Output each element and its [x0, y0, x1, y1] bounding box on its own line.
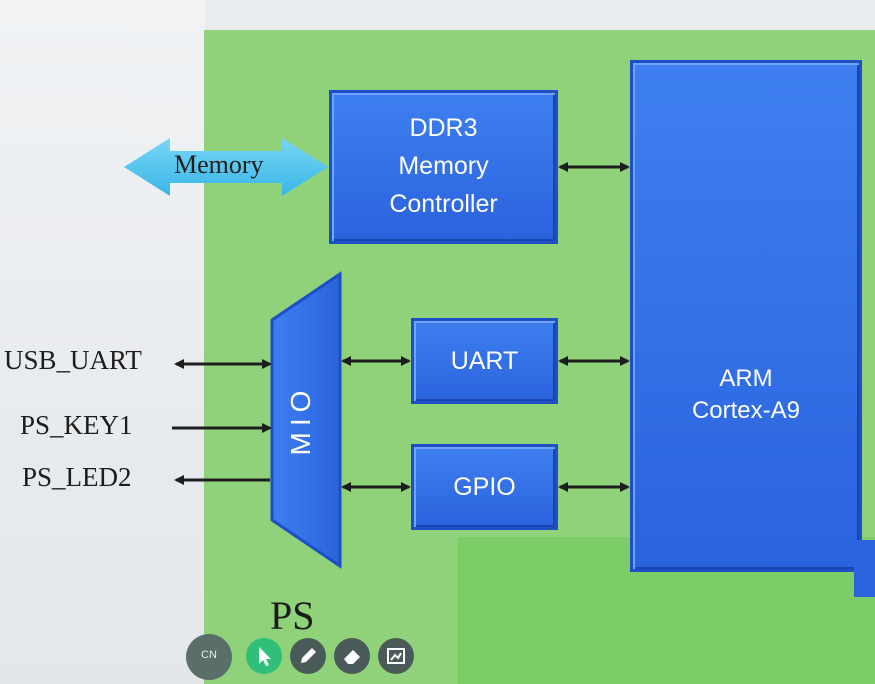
- lang-button[interactable]: CN: [186, 634, 232, 680]
- eraser-icon: [344, 650, 360, 664]
- ddr3-line-2: Memory: [398, 152, 489, 180]
- arm-line-1: ARM: [719, 365, 773, 392]
- arm-block-extension: [854, 540, 875, 597]
- memory-label: Memory: [174, 150, 264, 179]
- ddr3-line-3: Controller: [389, 190, 498, 218]
- ps-region-label: PS: [270, 593, 315, 638]
- arm-line-2: Cortex-A9: [691, 397, 801, 424]
- mio-mux-block: [270, 271, 342, 569]
- ddr3-controller-block: DDR3 Memory Controller: [329, 90, 558, 244]
- pointer-button[interactable]: [246, 638, 282, 674]
- gpio-block: GPIO: [411, 444, 558, 530]
- eraser-button[interactable]: [334, 638, 370, 674]
- screen-icon: [387, 648, 405, 664]
- ps-key1-label: PS_KEY1: [20, 410, 133, 440]
- arm-cortex-block: ARM Cortex-A9: [630, 60, 862, 572]
- usb-uart-label: USB_UART: [4, 345, 142, 375]
- ps-led2-label: PS_LED2: [22, 462, 132, 492]
- pen-icon: [301, 648, 316, 663]
- pointer-icon: [259, 647, 271, 666]
- screen-button[interactable]: [378, 638, 414, 674]
- ddr3-line-1: DDR3: [409, 114, 478, 142]
- background-left: [0, 0, 205, 684]
- lang-badge: CN: [201, 649, 217, 661]
- uart-block: UART: [411, 318, 558, 404]
- pen-button[interactable]: [290, 638, 326, 674]
- memory-double-arrow-icon: [124, 138, 328, 196]
- mio-label: MIO: [285, 385, 316, 456]
